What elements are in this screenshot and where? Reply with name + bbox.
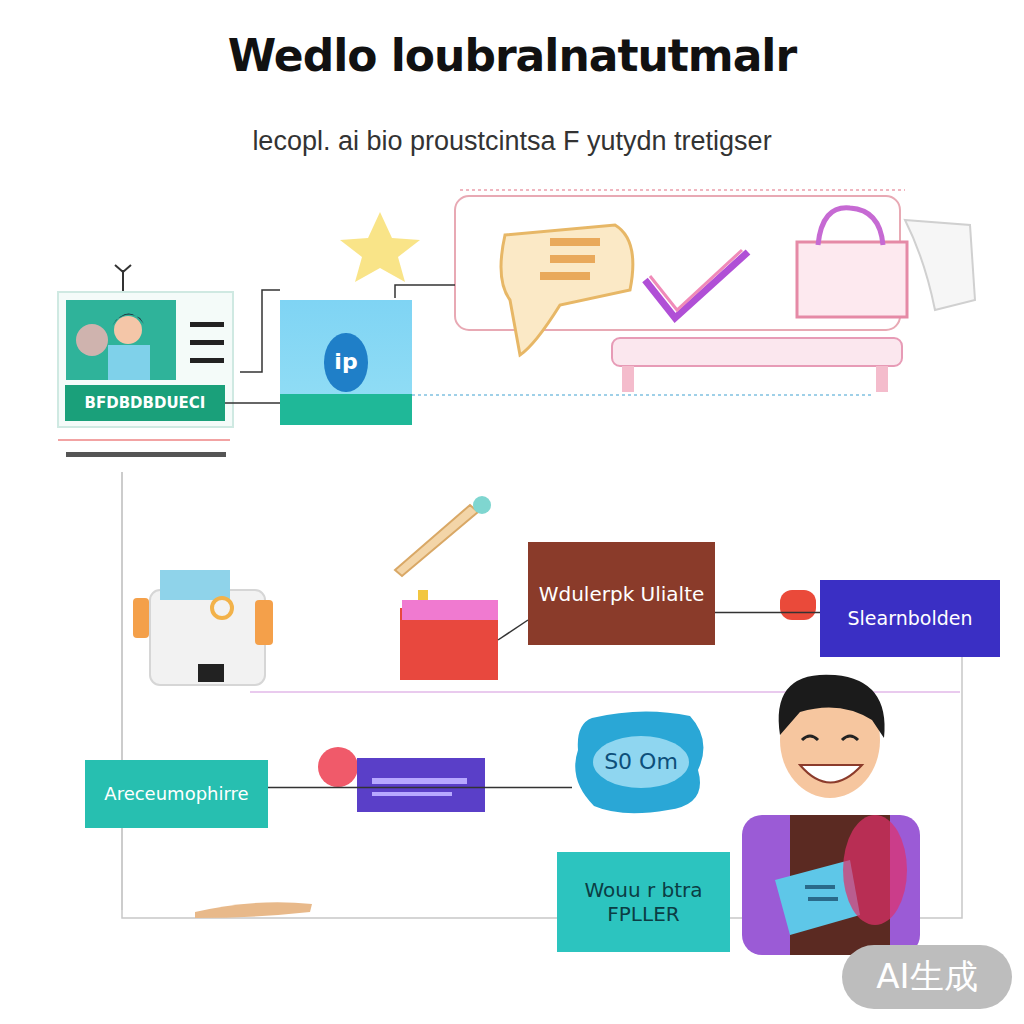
process-box: Areceumophirre [85,760,268,828]
panel-dash [460,189,905,191]
antenna [115,265,131,272]
pen-tip [473,496,491,514]
wire [498,620,528,640]
person-hair [779,675,885,738]
held-line [808,897,838,901]
node-text: Slearnbolden [848,607,973,630]
blob-highlight [593,736,689,788]
printer-body [150,590,265,685]
box-lid [402,600,498,620]
purple-line [372,792,452,796]
person-smile [800,765,862,783]
purple-box [357,758,485,812]
text-line [190,322,224,327]
connector [268,787,572,789]
person-eye [802,736,818,740]
screen-image [66,300,176,380]
bubble [76,324,108,356]
box-knob [418,590,428,600]
held-line [805,885,835,889]
printer-slot [198,664,224,682]
wire [121,472,123,910]
text-line [190,340,224,345]
text-line [190,358,224,363]
process-box: Slearnbolden [820,580,1000,657]
label-bar: BFDBDBDUECI [65,385,225,421]
text-line [66,452,226,457]
pen-icon [395,505,478,576]
printer-side [133,598,149,638]
purple-line [372,778,467,784]
blob-shape: S0 Om [572,710,710,815]
connector-dot [780,590,816,620]
printer-dial [212,598,232,618]
bag-handle [818,208,883,245]
process-box: Wdulerpk Ulialte [528,542,715,645]
dotted-line [412,394,872,396]
cloth-icon [905,220,975,310]
connector [715,612,820,614]
star-icon [340,212,420,282]
node-text: Wdulerpk Ulialte [539,582,705,606]
caption: lecopl. ai bio proustcintsa F yutydn tre… [0,126,1024,157]
person-shirt [742,815,920,955]
check-mark [645,252,748,318]
bench-leg [876,366,888,392]
blob-fill [575,711,703,813]
scroll-line [550,255,595,263]
connector [225,402,280,404]
scroll-line [540,272,590,280]
printer-side [255,600,273,645]
wire [395,285,455,298]
bag-icon [797,242,907,317]
bench [612,338,902,366]
rule-line [58,439,230,441]
person-body [108,345,150,380]
node-text: ip [324,333,367,391]
process-box: Wouu r btra FPLLER [557,852,730,952]
node-text: Wouu r btra FPLLER [565,878,722,926]
bench-leg [622,366,634,392]
connector-dot [318,747,358,787]
printer-top [160,570,230,600]
node-text: S0 Om [604,749,678,775]
title: Wedlo loubralnatutmalr [0,30,1024,81]
person-head [114,316,142,344]
wire [240,290,280,372]
icon-box: ip [280,300,412,425]
scroll-line [550,238,600,246]
stick-icon [195,902,312,918]
held-flowers [843,815,907,925]
person-eye [842,736,858,740]
node-text: BFDBDBDUECI [85,394,206,412]
check-mark [650,250,742,310]
node-text: Areceumophirre [104,783,248,805]
person-hair [112,313,144,326]
screen-frame [58,292,233,427]
watermark: AI生成 [842,945,1012,1009]
scroll-icon [501,225,633,355]
